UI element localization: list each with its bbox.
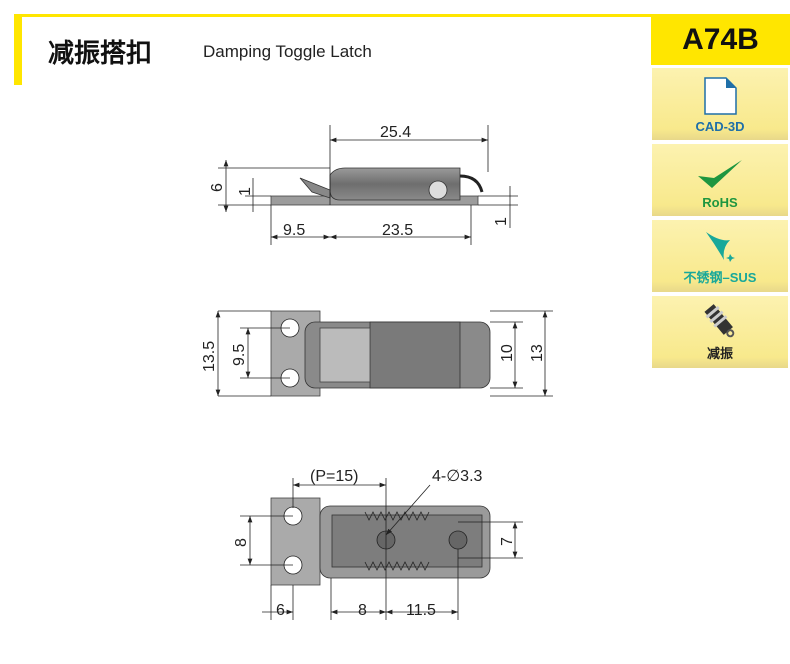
tile-sus[interactable]: 不锈钢–SUS bbox=[652, 220, 788, 292]
dim-height: 6 bbox=[209, 183, 226, 192]
header-accent-bar bbox=[14, 14, 22, 85]
tile-label: RoHS bbox=[702, 195, 738, 210]
top-view bbox=[215, 310, 553, 397]
dim-body-hole-pitch: 7 bbox=[499, 537, 516, 546]
dim-base-thickness: 1 bbox=[493, 217, 510, 226]
header-rule bbox=[14, 14, 651, 17]
document-icon bbox=[704, 77, 737, 115]
checkmark-icon bbox=[698, 160, 742, 188]
dim-body-width: 10 bbox=[499, 344, 516, 362]
tile-rohs[interactable]: RoHS bbox=[652, 144, 788, 216]
tile-label: CAD-3D bbox=[695, 119, 745, 134]
dim-plate-hole-pitch: 8 bbox=[233, 538, 250, 547]
dim-b: 11.5 bbox=[406, 602, 436, 619]
tile-label: 减振 bbox=[706, 346, 733, 361]
tile-damping[interactable]: 减振 bbox=[652, 296, 788, 368]
sparkle-icon bbox=[706, 232, 735, 262]
technical-drawing: 25.4 9.5 23.5 6 1 1 13.5 9.5 10 13 (P=15… bbox=[201, 124, 553, 620]
dim-a: 8 bbox=[358, 602, 367, 619]
dim-pitch: (P=15) bbox=[310, 468, 358, 485]
side-view bbox=[218, 125, 518, 245]
tile-label: 不锈钢–SUS bbox=[683, 270, 757, 285]
dim-overall-width: 13 bbox=[529, 344, 546, 362]
dim-holes: 4-∅3.3 bbox=[432, 468, 483, 485]
bottom-view bbox=[240, 478, 523, 620]
tile-cad-3d[interactable]: CAD-3D bbox=[652, 68, 788, 140]
dim-right: 23.5 bbox=[382, 222, 413, 239]
dim-hook-thickness: 1 bbox=[237, 187, 254, 196]
title-english: Damping Toggle Latch bbox=[203, 42, 372, 61]
dim-hole-pitch: 9.5 bbox=[231, 344, 248, 366]
dim-edge: 6 bbox=[276, 602, 285, 619]
dim-plate-height: 13.5 bbox=[201, 341, 218, 372]
dim-left: 9.5 bbox=[283, 222, 305, 239]
shock-absorber-icon bbox=[704, 304, 735, 338]
title-chinese: 减振搭扣 bbox=[48, 39, 153, 69]
product-code: A74B bbox=[651, 14, 790, 65]
dim-overall-length: 25.4 bbox=[380, 124, 411, 141]
